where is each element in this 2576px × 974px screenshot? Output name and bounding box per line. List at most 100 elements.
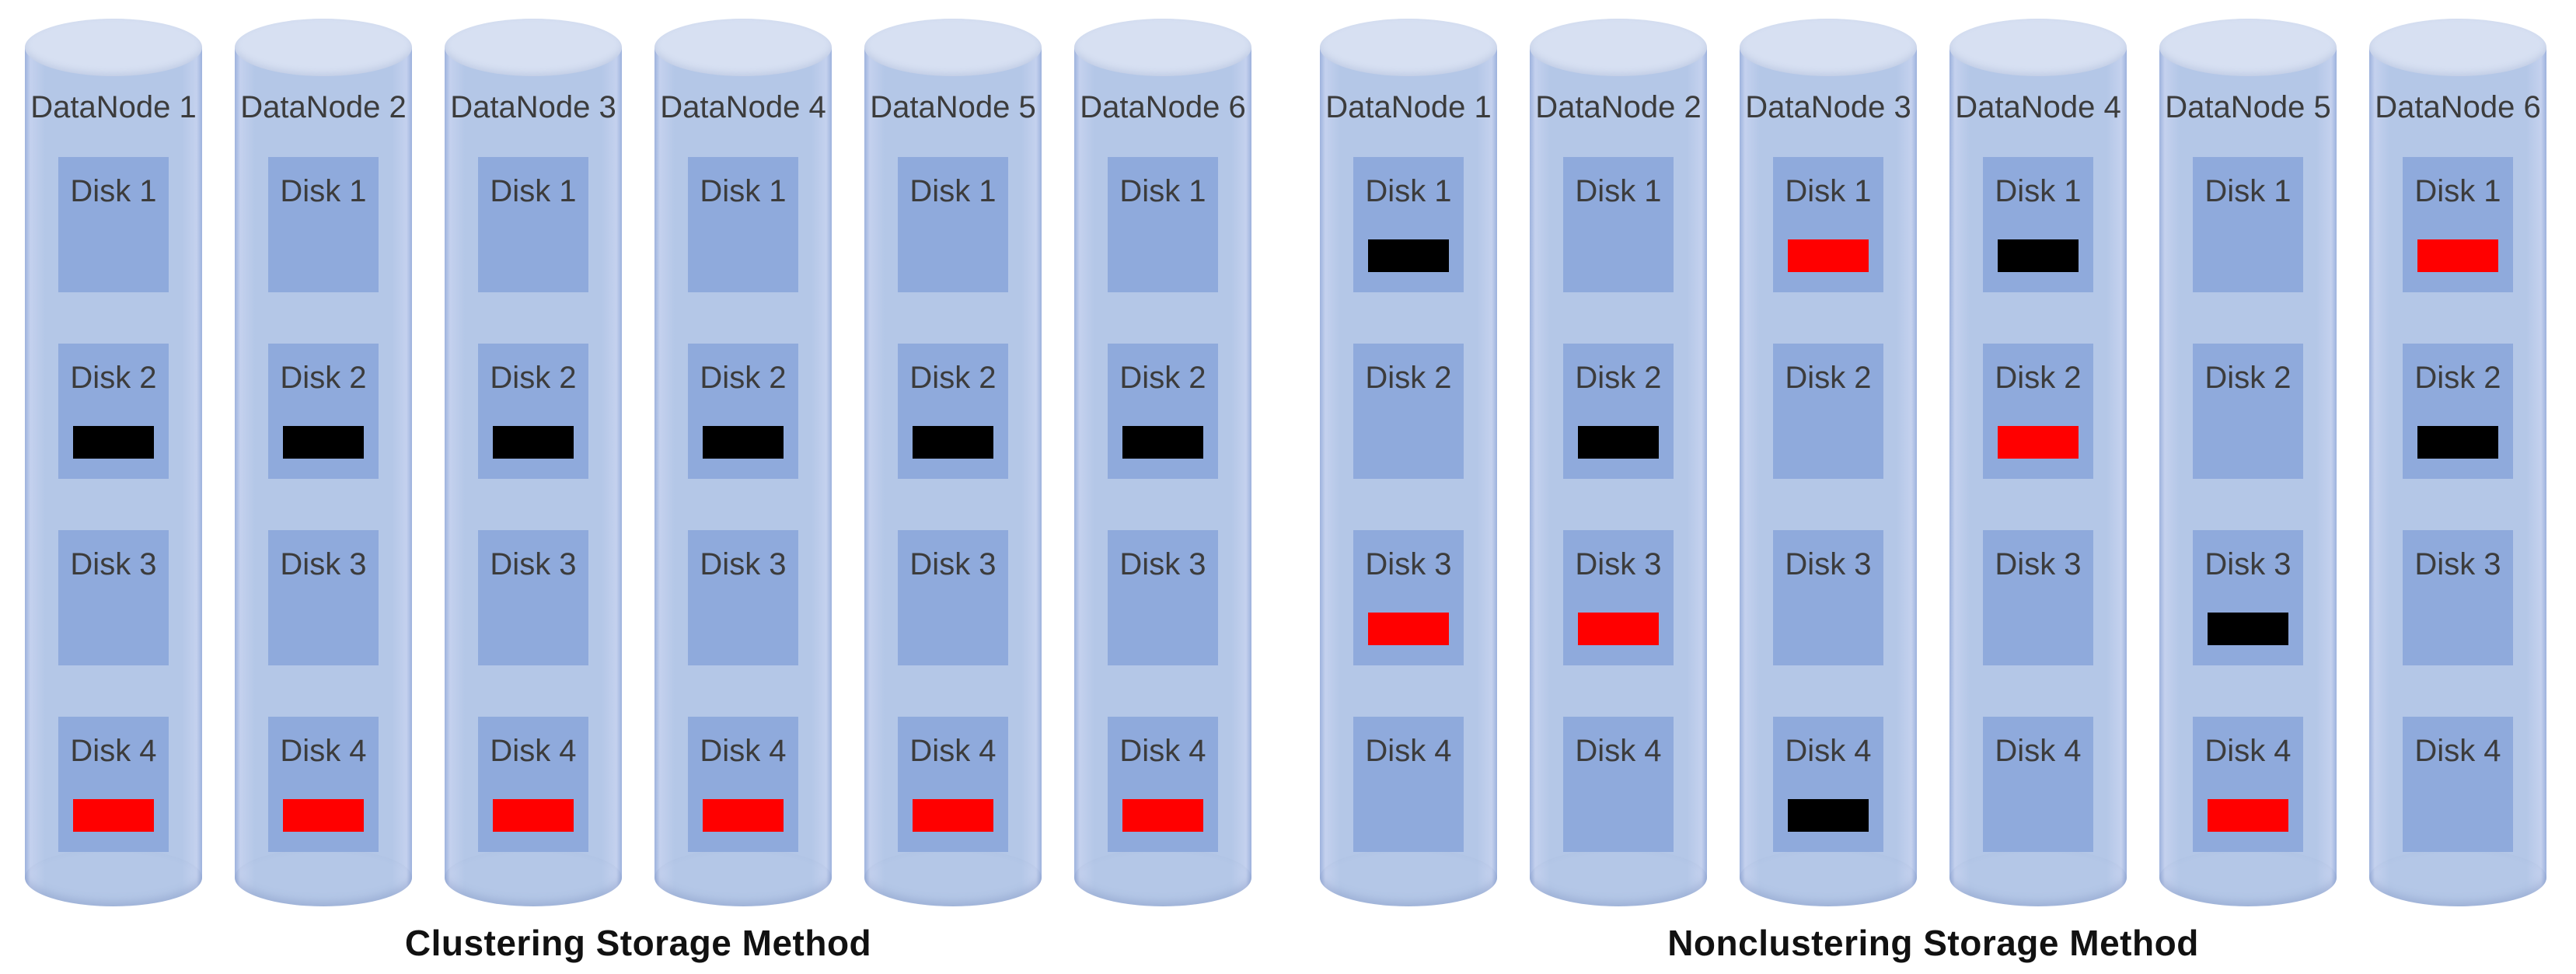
disk: Disk 1 [2403, 157, 2513, 292]
disk-label: Disk 3 [70, 547, 157, 581]
disk-label: Disk 1 [909, 174, 997, 208]
cylinder-content: DataNode 6 Disk 1 Disk 2 Disk 3 Disk 4 [1074, 19, 1251, 906]
disk-label: Disk 3 [2414, 547, 2501, 581]
disk-stack: Disk 1 Disk 2 Disk 3 Disk 4 [268, 157, 379, 852]
datanode-cylinder: DataNode 1 Disk 1 Disk 2 Disk 3 Disk 4 [1320, 19, 1497, 906]
data-block-red [1578, 613, 1659, 645]
disk: Disk 1 [268, 157, 379, 292]
disk-stack: Disk 1 Disk 2 Disk 3 Disk 4 [1108, 157, 1218, 852]
data-block-black [73, 426, 154, 459]
datanode-label: DataNode 1 [30, 90, 197, 124]
disk-label: Disk 2 [1785, 361, 1872, 395]
disk: Disk 2 [2193, 344, 2303, 479]
cylinder-content: DataNode 4 Disk 1 Disk 2 Disk 3 Disk 4 [1949, 19, 2127, 906]
disk: Disk 4 [58, 717, 169, 852]
cylinder-top-ellipse [864, 19, 1042, 76]
disk-label: Disk 2 [909, 361, 997, 395]
disk-label: Disk 4 [1119, 734, 1206, 768]
datanode-cylinder: DataNode 5 Disk 1 Disk 2 Disk 3 Disk 4 [864, 19, 1042, 906]
cylinder-content: DataNode 6 Disk 1 Disk 2 Disk 3 Disk 4 [2369, 19, 2546, 906]
datanode-cylinder: DataNode 3 Disk 1 Disk 2 Disk 3 Disk 4 [445, 19, 622, 906]
cylinder-bottom-ellipse [1949, 849, 2127, 906]
disk-label: Disk 4 [280, 734, 367, 768]
disk-label: Disk 1 [2204, 174, 2292, 208]
disk: Disk 2 [898, 344, 1008, 479]
datanode-cylinder: DataNode 3 Disk 1 Disk 2 Disk 3 Disk 4 [1740, 19, 1917, 906]
datanode-label: DataNode 2 [1535, 90, 1702, 124]
disk-label: Disk 2 [1119, 361, 1206, 395]
cylinder-top-ellipse [2159, 19, 2337, 76]
cylinder-top-ellipse [1949, 19, 2127, 76]
disk-label: Disk 3 [280, 547, 367, 581]
disk-stack: Disk 1 Disk 2 Disk 3 Disk 4 [898, 157, 1008, 852]
disk-stack: Disk 1 Disk 2 Disk 3 Disk 4 [2193, 157, 2303, 852]
datanode-label: DataNode 5 [870, 90, 1036, 124]
disk-label: Disk 1 [1575, 174, 1662, 208]
data-block-black [2208, 613, 2288, 645]
data-block-black [1788, 799, 1869, 832]
disk: Disk 2 [1773, 344, 1883, 479]
data-block-red [2208, 799, 2288, 832]
disk: Disk 4 [2193, 717, 2303, 852]
disk-label: Disk 4 [909, 734, 997, 768]
disk-label: Disk 1 [1119, 174, 1206, 208]
disk-stack: Disk 1 Disk 2 Disk 3 Disk 4 [1983, 157, 2093, 852]
disk: Disk 3 [688, 530, 798, 665]
disk-label: Disk 2 [1365, 361, 1452, 395]
disk-label: Disk 3 [490, 547, 577, 581]
cylinder-top-ellipse [2369, 19, 2546, 76]
data-block-black [1578, 426, 1659, 459]
disk-label: Disk 2 [490, 361, 577, 395]
disk-label: Disk 4 [70, 734, 157, 768]
disk: Disk 3 [2193, 530, 2303, 665]
nonclustering-caption: Nonclustering Storage Method [1667, 923, 2199, 963]
disk: Disk 4 [898, 717, 1008, 852]
disk: Disk 1 [1983, 157, 2093, 292]
disk: Disk 2 [58, 344, 169, 479]
datanode-label: DataNode 6 [1080, 90, 1246, 124]
disk: Disk 3 [1353, 530, 1464, 665]
disk: Disk 3 [1773, 530, 1883, 665]
disk-label: Disk 1 [280, 174, 367, 208]
datanode-cylinder: DataNode 1 Disk 1 Disk 2 Disk 3 Disk 4 [25, 19, 202, 906]
cylinder-content: DataNode 3 Disk 1 Disk 2 Disk 3 Disk 4 [1740, 19, 1917, 906]
disk: Disk 3 [1983, 530, 2093, 665]
disk-label: Disk 3 [909, 547, 997, 581]
disk: Disk 2 [1353, 344, 1464, 479]
cylinder-bottom-ellipse [1530, 849, 1707, 906]
disk-label: Disk 3 [700, 547, 787, 581]
disk-label: Disk 3 [2204, 547, 2292, 581]
cylinder-bottom-ellipse [235, 849, 412, 906]
disk-stack: Disk 1 Disk 2 Disk 3 Disk 4 [478, 157, 588, 852]
disk-label: Disk 1 [1995, 174, 2082, 208]
cylinder-content: DataNode 2 Disk 1 Disk 2 Disk 3 Disk 4 [1530, 19, 1707, 906]
cylinder-top-ellipse [25, 19, 202, 76]
disk-label: Disk 4 [1365, 734, 1452, 768]
clustering-caption: Clustering Storage Method [404, 923, 872, 963]
nonclustering-group: DataNode 1 Disk 1 Disk 2 Disk 3 Disk 4 D… [1320, 19, 2546, 974]
disk-label: Disk 1 [700, 174, 787, 208]
disk: Disk 2 [2403, 344, 2513, 479]
cylinder-bottom-ellipse [2159, 849, 2337, 906]
data-block-black [283, 426, 364, 459]
disk: Disk 4 [2403, 717, 2513, 852]
clustering-nodes: DataNode 1 Disk 1 Disk 2 Disk 3 Disk 4 D… [25, 19, 1251, 906]
disk: Disk 4 [688, 717, 798, 852]
disk-label: Disk 4 [2414, 734, 2501, 768]
cylinder-top-ellipse [1530, 19, 1707, 76]
disk-label: Disk 4 [490, 734, 577, 768]
cylinder-content: DataNode 2 Disk 1 Disk 2 Disk 3 Disk 4 [235, 19, 412, 906]
cylinder-bottom-ellipse [1320, 849, 1497, 906]
disk-label: Disk 3 [1119, 547, 1206, 581]
data-block-red [1368, 613, 1449, 645]
disk-stack: Disk 1 Disk 2 Disk 3 Disk 4 [2403, 157, 2513, 852]
disk-label: Disk 3 [1365, 547, 1452, 581]
cylinder-bottom-ellipse [25, 849, 202, 906]
data-block-black [493, 426, 574, 459]
cylinder-bottom-ellipse [2369, 849, 2546, 906]
disk-stack: Disk 1 Disk 2 Disk 3 Disk 4 [1353, 157, 1464, 852]
cylinder-top-ellipse [1740, 19, 1917, 76]
datanode-cylinder: DataNode 4 Disk 1 Disk 2 Disk 3 Disk 4 [654, 19, 832, 906]
disk: Disk 3 [2403, 530, 2513, 665]
